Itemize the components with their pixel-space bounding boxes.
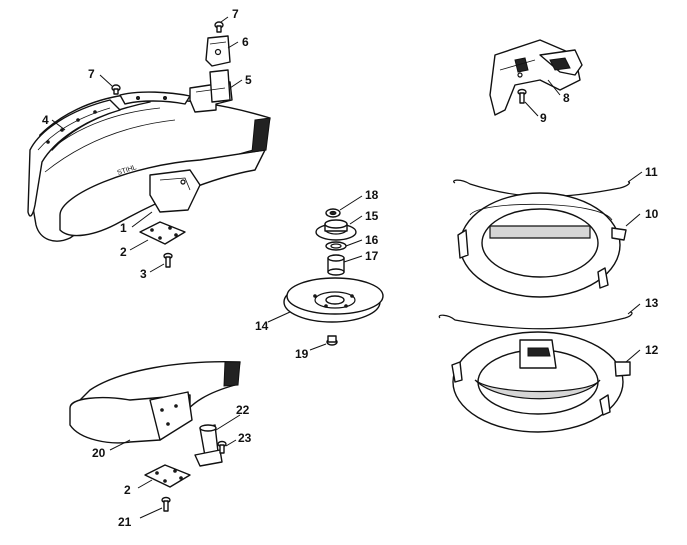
callout-1: 1 — [120, 221, 127, 235]
screw-part-9 — [517, 88, 527, 104]
guard-rail-strip — [27, 99, 121, 217]
plate-part-2-bottom — [144, 464, 191, 488]
callout-4: 4 — [42, 113, 49, 127]
callout-14: 14 — [255, 319, 269, 333]
screw-part-21 — [161, 496, 171, 512]
callout-11: 11 — [645, 165, 658, 179]
callout-3: 3 — [140, 267, 147, 281]
callout-19: 19 — [295, 347, 309, 361]
guard-part-20 — [69, 361, 241, 444]
callout-18: 18 — [365, 188, 379, 202]
nut-part-19 — [326, 335, 338, 346]
callout-20: 20 — [92, 446, 106, 460]
callout-6: 6 — [242, 35, 249, 49]
thrust-plate-part-15 — [315, 219, 357, 241]
callout-2-bottom: 2 — [124, 483, 131, 497]
callout-8: 8 — [563, 91, 570, 105]
deflector-guard: STIHL — [29, 91, 271, 242]
callout-17: 17 — [365, 249, 379, 263]
disc-part-14 — [283, 277, 384, 323]
callout-labels: 7 6 5 7 4 1 2 3 8 9 11 10 13 12 18 15 16… — [42, 7, 659, 529]
mount-part-8 — [489, 39, 583, 116]
cover-part-10 — [457, 192, 627, 298]
screw-part-3 — [163, 252, 173, 268]
nut-part-18 — [325, 208, 341, 218]
callout-2-top: 2 — [120, 245, 127, 259]
callout-7-left: 7 — [88, 67, 95, 81]
bracket-part-22 — [194, 424, 223, 467]
callout-21: 21 — [118, 515, 132, 529]
screw-part-7-top — [214, 21, 224, 33]
callout-22: 22 — [236, 403, 250, 417]
screw-part-7-left — [111, 84, 121, 95]
spring-clip-part-13 — [438, 311, 633, 330]
cover-part-12 — [451, 331, 631, 433]
callout-9: 9 — [540, 111, 547, 125]
callout-15: 15 — [365, 209, 379, 223]
callout-10: 10 — [645, 207, 659, 221]
clamp-part-6 — [205, 35, 231, 67]
screw-part-23 — [217, 440, 227, 454]
plate-part-2-top — [139, 221, 186, 245]
callout-16: 16 — [365, 233, 379, 247]
callout-7-top: 7 — [232, 7, 239, 21]
bracket-part-5 — [189, 69, 233, 113]
washer-part-16 — [325, 241, 347, 251]
callout-12: 12 — [645, 343, 659, 357]
bushing-part-17 — [327, 254, 345, 276]
callout-5: 5 — [245, 73, 252, 87]
leader-lines — [51, 16, 643, 519]
callout-13: 13 — [645, 296, 659, 310]
callout-23: 23 — [238, 431, 252, 445]
